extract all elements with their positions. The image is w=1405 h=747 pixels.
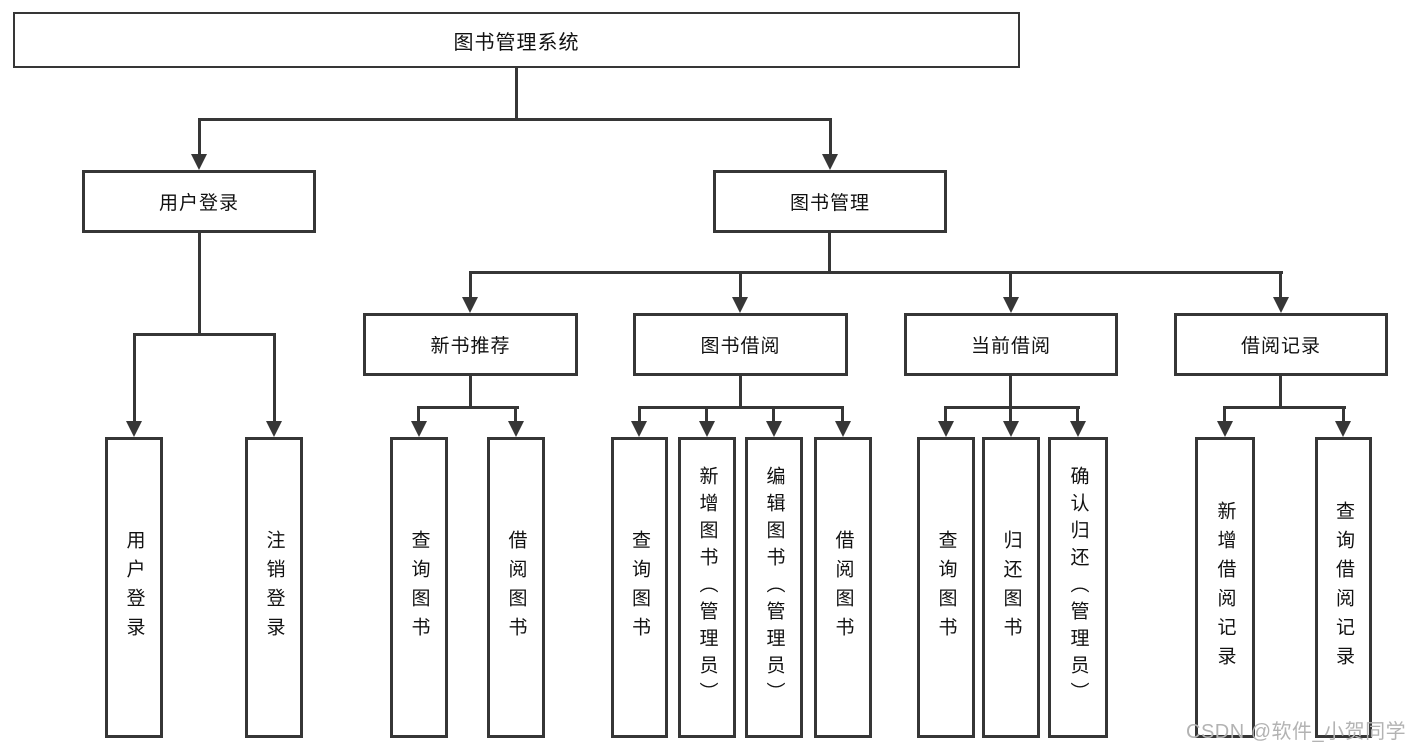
connector-userlogin-stem — [198, 233, 201, 336]
connector-drop-borrowing — [739, 271, 742, 299]
leaf-user-login: 用户登录 — [105, 437, 163, 738]
arrow-down-icon — [1273, 297, 1289, 313]
node-label: 查询图书 — [629, 529, 650, 646]
connector-drop-leaf — [1076, 406, 1079, 421]
arrow-down-icon — [126, 421, 142, 437]
connector-drop-recommend — [469, 271, 472, 299]
node-label: 借阅图书 — [505, 529, 527, 646]
arrow-down-icon — [938, 421, 954, 437]
node-book-borrowing: 图书借阅 — [633, 313, 848, 376]
node-root-book-management-system: 图书管理系统 — [13, 12, 1020, 68]
arrow-down-icon — [766, 421, 782, 437]
connector-drop-leaf — [133, 333, 136, 421]
arrow-down-icon — [191, 154, 207, 170]
node-new-book-recommend: 新书推荐 — [363, 313, 578, 376]
node-label: 用户登录 — [158, 193, 239, 214]
leaf-add-books-admin: 新增图书（管理员） — [678, 437, 736, 738]
connector-drop-current — [1009, 271, 1012, 299]
leaf-query-books-borrowing: 查询图书 — [611, 437, 668, 738]
connector-drop-leaf — [705, 406, 708, 421]
connector-drop-records — [1279, 271, 1282, 299]
connector-userlogin-bar — [133, 333, 276, 336]
arrow-down-icon — [1070, 421, 1086, 437]
csdn-watermark: CSDN @软件_小贺同学 — [1186, 721, 1405, 743]
node-label: 图书管理系统 — [453, 31, 580, 54]
node-borrowing-records: 借阅记录 — [1174, 313, 1388, 376]
connector-current-stem — [1009, 376, 1012, 409]
arrow-down-icon — [266, 421, 282, 437]
leaf-query-borrow-record: 查询借阅记录 — [1315, 437, 1372, 738]
arrow-down-icon — [1217, 421, 1233, 437]
arrow-down-icon — [631, 421, 647, 437]
node-user-login: 用户登录 — [82, 170, 316, 233]
connector-drop-leaf — [1009, 406, 1012, 421]
node-label: 查询图书 — [935, 529, 957, 646]
node-label: 用户登录 — [123, 529, 145, 646]
arrow-down-icon — [1003, 421, 1019, 437]
leaf-add-borrow-record: 新增借阅记录 — [1195, 437, 1255, 738]
arrow-down-icon — [1003, 297, 1019, 313]
connector-drop-book-management — [829, 118, 832, 156]
connector-drop-leaf — [273, 333, 276, 421]
node-label: 当前借阅 — [970, 336, 1051, 357]
connector-borrowing-bar — [638, 406, 844, 409]
node-label: 新增图书（管理员） — [696, 466, 718, 709]
node-label: 借阅记录 — [1240, 336, 1321, 357]
connector-drop-leaf — [638, 406, 641, 421]
arrow-down-icon — [462, 297, 478, 313]
connector-borrowing-stem — [739, 376, 742, 409]
connector-bookmgmt-bar — [469, 271, 1283, 274]
connector-drop-leaf — [944, 406, 947, 421]
connector-drop-leaf — [841, 406, 844, 421]
leaf-edit-books-admin: 编辑图书（管理员） — [745, 437, 803, 738]
node-label: 图书管理 — [789, 193, 870, 214]
node-label: 确认归还（管理员） — [1067, 466, 1089, 709]
leaf-return-books: 归还图书 — [982, 437, 1040, 738]
connector-drop-leaf — [417, 406, 420, 421]
connector-recommend-stem — [469, 376, 472, 409]
leaf-confirm-return-admin: 确认归还（管理员） — [1048, 437, 1108, 738]
connector-records-bar — [1224, 406, 1346, 409]
node-label: 归还图书 — [1000, 529, 1022, 646]
arrow-down-icon — [699, 421, 715, 437]
arrow-down-icon — [822, 154, 838, 170]
node-label: 查询借阅记录 — [1333, 500, 1354, 675]
connector-records-stem — [1279, 376, 1282, 409]
connector-current-bar — [945, 406, 1080, 409]
connector-drop-leaf — [1223, 406, 1226, 421]
connector-root-stem — [515, 68, 518, 121]
node-label: 注销登录 — [263, 529, 285, 646]
connector-drop-leaf — [1342, 406, 1345, 421]
leaf-query-books-current: 查询图书 — [917, 437, 975, 738]
node-label: 新增借阅记录 — [1214, 500, 1236, 675]
node-label: 查询图书 — [408, 529, 430, 646]
leaf-borrow-books-borrowing: 借阅图书 — [814, 437, 872, 738]
node-label: 图书借阅 — [700, 336, 781, 357]
connector-drop-leaf — [772, 406, 775, 421]
arrow-down-icon — [732, 297, 748, 313]
node-book-management: 图书管理 — [713, 170, 947, 233]
connector-bookmgmt-stem — [828, 233, 831, 274]
arrow-down-icon — [411, 421, 427, 437]
connector-recommend-bar — [418, 406, 519, 409]
arrow-down-icon — [508, 421, 524, 437]
node-label: 新书推荐 — [430, 336, 511, 357]
leaf-query-books-recommend: 查询图书 — [390, 437, 448, 738]
node-label: 编辑图书（管理员） — [763, 466, 785, 709]
connector-root-bar — [198, 118, 832, 121]
arrow-down-icon — [835, 421, 851, 437]
arrow-down-icon — [1335, 421, 1351, 437]
leaf-borrow-books-recommend: 借阅图书 — [487, 437, 545, 738]
leaf-logout: 注销登录 — [245, 437, 303, 738]
connector-drop-user-login — [198, 118, 201, 156]
node-current-borrowing: 当前借阅 — [904, 313, 1118, 376]
node-label: 借阅图书 — [832, 529, 854, 646]
connector-drop-leaf — [514, 406, 517, 421]
